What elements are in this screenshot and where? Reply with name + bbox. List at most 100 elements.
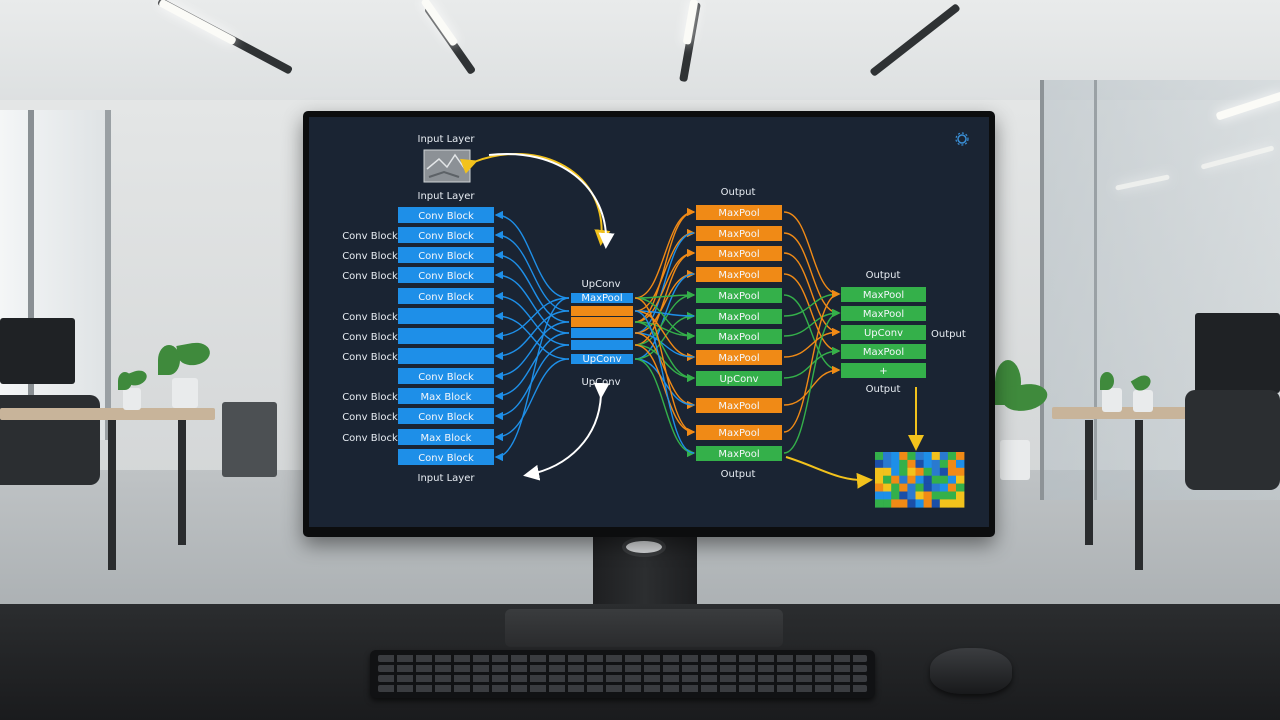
- segmentation-cell: [956, 475, 965, 484]
- plant-pot: [123, 388, 141, 410]
- segmentation-cell: [956, 483, 965, 492]
- segmentation-cell: [947, 467, 957, 476]
- conv-block-label: Conv Block: [418, 251, 474, 262]
- conv-block: [398, 328, 494, 344]
- segmentation-cell: [891, 483, 900, 492]
- right-connection: [783, 273, 841, 356]
- left-connection: [494, 291, 570, 346]
- output-segmentation-map: [875, 452, 965, 508]
- segmentation-cell: [931, 452, 941, 461]
- maxpool-block-label: UpConv: [719, 374, 758, 385]
- output-block: [841, 344, 926, 359]
- conv-block-label: Conv Block: [418, 292, 474, 303]
- computer-mouse[interactable]: [930, 648, 1012, 694]
- conv-block-label: Conv Block: [418, 372, 474, 383]
- maxpool-block-label: MaxPool: [718, 332, 759, 343]
- upconv-stack-layer: [571, 306, 633, 316]
- segmentation-cell: [947, 475, 957, 484]
- left-connection: [494, 332, 570, 401]
- conv-block: [398, 388, 494, 404]
- conv-block: [398, 308, 494, 324]
- conv-block: [398, 408, 494, 424]
- maxpool-block: [696, 446, 782, 461]
- segmentation-cell: [883, 483, 892, 492]
- right-connection: [783, 211, 841, 299]
- keyboard[interactable]: [370, 650, 875, 698]
- maxpool-block-label: MaxPool: [718, 229, 759, 240]
- segmentation-cell: [883, 452, 892, 461]
- segmentation-cell: [875, 499, 884, 508]
- segmentation-cell: [907, 483, 916, 492]
- segmentation-cell: [956, 491, 965, 500]
- center-connection: [634, 332, 695, 358]
- segmentation-cell: [939, 452, 949, 461]
- center-connection: [634, 232, 695, 334]
- center-connection: [634, 344, 695, 379]
- center-connection: [634, 344, 696, 437]
- conv-block-label: Conv Block: [418, 211, 474, 222]
- output-block: [841, 287, 926, 302]
- center-connection: [634, 211, 695, 323]
- maxpool-block: [696, 205, 782, 220]
- conv-block: [398, 429, 494, 445]
- left-connection: [494, 321, 570, 381]
- right-connection: [783, 294, 841, 375]
- segmentation-cell: [915, 452, 924, 461]
- left-connection: [494, 297, 570, 341]
- segmentation-cell: [907, 499, 916, 508]
- input-layer-caption: Input Layer: [418, 191, 476, 202]
- segmentation-cell: [891, 491, 900, 500]
- segmentation-cell: [923, 499, 932, 508]
- right-connection: [783, 365, 841, 406]
- center-connection: [634, 311, 696, 360]
- output-block: [841, 306, 926, 321]
- settings-gear-icon[interactable]: [955, 132, 969, 146]
- white-skip-arrow-top: [488, 153, 615, 249]
- segmentation-cell: [923, 491, 932, 500]
- center-connection: [634, 321, 696, 383]
- segmentation-cell: [875, 459, 884, 469]
- maxpool-block-label: MaxPool: [718, 428, 759, 439]
- conv-block-side-label: Conv Block: [342, 352, 398, 363]
- right-connection: [783, 232, 841, 318]
- conv-block-side-label: Conv Block: [342, 271, 398, 282]
- segmentation-cell: [907, 467, 916, 476]
- segmentation-cell: [883, 499, 892, 508]
- conv-block-side-label: Conv Block: [342, 332, 398, 343]
- segmentation-cell: [907, 452, 916, 461]
- left-connection: [494, 250, 570, 323]
- output-block-label: MaxPool: [863, 309, 904, 320]
- maxpool-block: [696, 288, 782, 303]
- segmentation-cell: [875, 483, 884, 492]
- far-output-title-top: Output: [866, 270, 901, 281]
- far-output-title-right: Output: [931, 329, 966, 340]
- right-connection: [783, 327, 841, 358]
- segmentation-cell: [931, 491, 941, 500]
- conv-block-side-label: Conv Block: [342, 251, 398, 262]
- segmentation-cell: [939, 491, 949, 500]
- center-connection: [634, 297, 695, 433]
- upconv-top-label: UpConv: [581, 279, 620, 290]
- right-connection: [783, 289, 841, 433]
- segmentation-cell: [923, 459, 932, 469]
- segmentation-cell: [923, 467, 932, 476]
- segmentation-cell: [915, 491, 924, 500]
- maxpool-block-label: MaxPool: [718, 291, 759, 302]
- segmentation-cell: [939, 499, 949, 508]
- input-layer-title: Input Layer: [418, 134, 476, 145]
- upconv-stack-layer: [571, 328, 633, 338]
- cabinet: [222, 402, 277, 477]
- segmentation-cell: [956, 499, 965, 508]
- desk-leg: [1085, 420, 1093, 545]
- left-connection: [494, 210, 570, 299]
- segmentation-cell: [875, 467, 884, 476]
- segmentation-cell: [956, 459, 965, 469]
- conv-block-label: Conv Block: [418, 231, 474, 242]
- center-connection: [634, 290, 696, 346]
- segmentation-cell: [891, 467, 900, 476]
- center-connection: [634, 332, 696, 410]
- conv-block: [398, 267, 494, 283]
- far-output-title-bottom: Output: [866, 384, 901, 395]
